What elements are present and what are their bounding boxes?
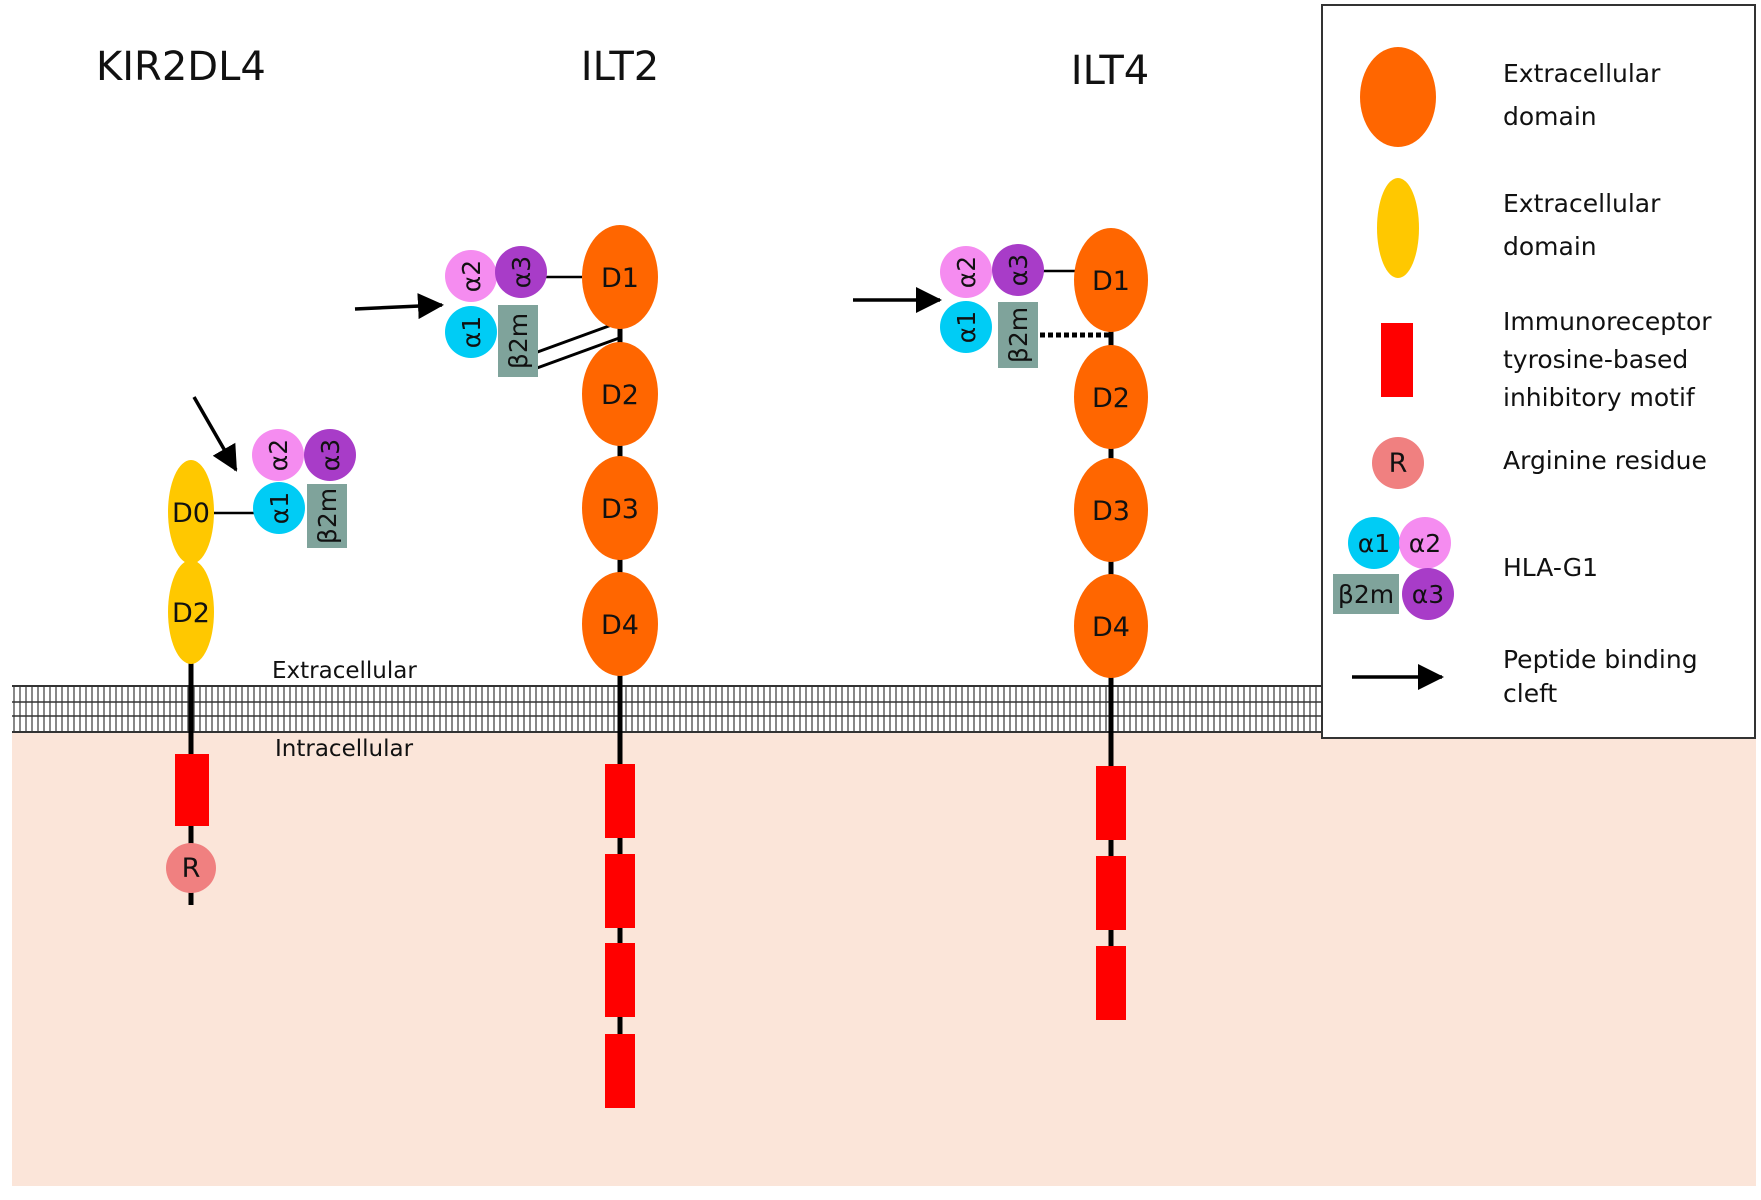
ilt4-domain-d3 (1074, 458, 1148, 562)
legend-hla-alpha1-label: α1 (1358, 529, 1390, 558)
ilt2-domain-d4-label: D4 (601, 610, 639, 641)
ilt4-domain-d2-label: D2 (1092, 383, 1130, 414)
ilt2-hla-alpha1 (445, 306, 497, 358)
ilt2-domain-d2 (582, 342, 658, 446)
ilt4-hla-alpha1 (940, 301, 992, 353)
legend: Extracellular domain Extracellular domai… (1321, 4, 1756, 739)
kir2dl4-hla-alpha1 (253, 482, 305, 534)
legend-arrow-line1: Peptide binding (1503, 645, 1698, 674)
legend-hla-b2m (1333, 574, 1399, 614)
kir2dl4-hla-b2m (307, 484, 347, 548)
kir2dl4-domain-d2 (168, 560, 214, 664)
ilt2-itim-4 (605, 1034, 635, 1108)
ilt2-itim-3 (605, 943, 635, 1017)
kir2dl4-itim (175, 754, 209, 826)
intracellular-label: Intracellular (275, 736, 414, 762)
ilt4-itim-3 (1096, 946, 1126, 1020)
ilt2-peptide-cleft-arrow (354, 293, 444, 320)
ilt2-b2m-bond-1 (531, 321, 618, 356)
kir2dl4-domain-d2-label: D2 (172, 598, 210, 629)
ilt2-domain-d4 (582, 572, 658, 676)
legend-orange-domain-line1: Extracellular (1503, 59, 1661, 88)
ilt4-hla-alpha2 (940, 246, 992, 298)
ilt4-hla-b2m (998, 302, 1038, 368)
legend-arginine-swatch-label: R (1389, 448, 1408, 479)
ilt4-domain-d4-label: D4 (1092, 612, 1130, 643)
legend-arginine-swatch (1372, 437, 1424, 489)
legend-arginine-text: Arginine residue (1503, 446, 1707, 475)
ilt2-hla-b2m-label: β2m (504, 313, 533, 369)
kir2dl4-hla-g1: α2 α3 α1 β2m (252, 429, 356, 548)
legend-hla-alpha3 (1402, 568, 1454, 620)
legend-itim-line1: Immunoreceptor (1503, 307, 1712, 336)
ilt2-hla-alpha3-label: α3 (507, 256, 536, 288)
legend-arrow-line2: cleft (1503, 679, 1557, 708)
legend-yellow-domain-line1: Extracellular (1503, 189, 1661, 218)
ilt2-hla-g1: α2 α3 α1 β2m (445, 246, 547, 377)
ilt4-domain-d3-label: D3 (1092, 496, 1130, 527)
ilt4-domain-d2 (1074, 345, 1148, 449)
ilt2-hla-alpha2 (445, 250, 497, 302)
legend-hla-b2m-label: β2m (1338, 580, 1394, 609)
receptor-title-kir2dl4: KIR2DL4 (96, 44, 266, 90)
ilt4-hla-g1: α2 α3 α1 β2m (940, 244, 1044, 368)
ilt4-hla-alpha3 (992, 244, 1044, 296)
legend-orange-domain-swatch (1360, 47, 1436, 147)
kir2dl4-hla-alpha2-label: α2 (264, 439, 293, 471)
ilt4-hla-alpha1-label: α1 (952, 311, 981, 343)
receptor-title-ilt4: ILT4 (1071, 48, 1149, 94)
cytoplasm-region (12, 733, 1756, 1186)
ilt2-b2m-bond-2 (536, 335, 623, 370)
ilt2-domain-d3 (582, 456, 658, 560)
ilt2-hla-b2m (498, 305, 538, 377)
legend-yellow-domain-line2: domain (1503, 232, 1597, 261)
legend-hla-alpha3-label: α3 (1412, 580, 1444, 609)
ilt2-domain-d2-label: D2 (601, 380, 639, 411)
ilt2-hla-alpha2-label: α2 (457, 260, 486, 292)
legend-hla-alpha2-label: α2 (1409, 529, 1441, 558)
ilt2-hla-alpha3 (495, 246, 547, 298)
legend-itim-line3: inhibitory motif (1503, 383, 1696, 412)
ilt2-domain-d1 (582, 225, 658, 329)
legend-orange-domain-line2: domain (1503, 102, 1597, 131)
kir2dl4-hla-alpha2 (252, 429, 304, 481)
kir2dl4-peptide-cleft-arrow (192, 396, 238, 472)
ilt2-domain-d1-label: D1 (601, 263, 639, 294)
ilt4-itim-2 (1096, 856, 1126, 930)
ilt2-hla-alpha1-label: α1 (457, 316, 486, 348)
extracellular-label: Extracellular (272, 658, 417, 684)
legend-hla-text: HLA-G1 (1503, 553, 1598, 582)
ilt4-hla-b2m-label: β2m (1004, 307, 1033, 363)
legend-hla-swatch: α1 α2 β2m α3 (1333, 517, 1454, 620)
ilt4-domain-d4 (1074, 574, 1148, 678)
kir2dl4-domain-d0 (168, 460, 214, 564)
ilt2-domain-d3-label: D3 (601, 494, 639, 525)
ilt2-itim-1 (605, 764, 635, 838)
kir2dl4-arginine (166, 843, 216, 893)
legend-itim-swatch (1381, 323, 1413, 397)
legend-itim-line2: tyrosine-based (1503, 345, 1688, 374)
ilt4-itim-1 (1096, 766, 1126, 840)
ilt4-domain-d1-label: D1 (1092, 266, 1130, 297)
ilt4-hla-alpha2-label: α2 (952, 256, 981, 288)
kir2dl4-hla-alpha3 (304, 429, 356, 481)
legend-hla-alpha1 (1348, 517, 1400, 569)
ilt4-hla-alpha3-label: α3 (1004, 254, 1033, 286)
ilt4-domain-d1 (1074, 228, 1148, 332)
kir2dl4-domain-d0-label: D0 (172, 498, 210, 529)
ilt2-itim-2 (605, 854, 635, 928)
legend-hla-alpha2 (1399, 517, 1451, 569)
receptor-title-ilt2: ILT2 (581, 44, 659, 90)
legend-yellow-domain-swatch (1377, 178, 1419, 278)
kir2dl4-arginine-label: R (182, 853, 201, 884)
kir2dl4-hla-alpha1-label: α1 (265, 492, 294, 524)
kir2dl4-hla-b2m-label: β2m (313, 488, 342, 544)
kir2dl4-hla-alpha3-label: α3 (316, 439, 345, 471)
